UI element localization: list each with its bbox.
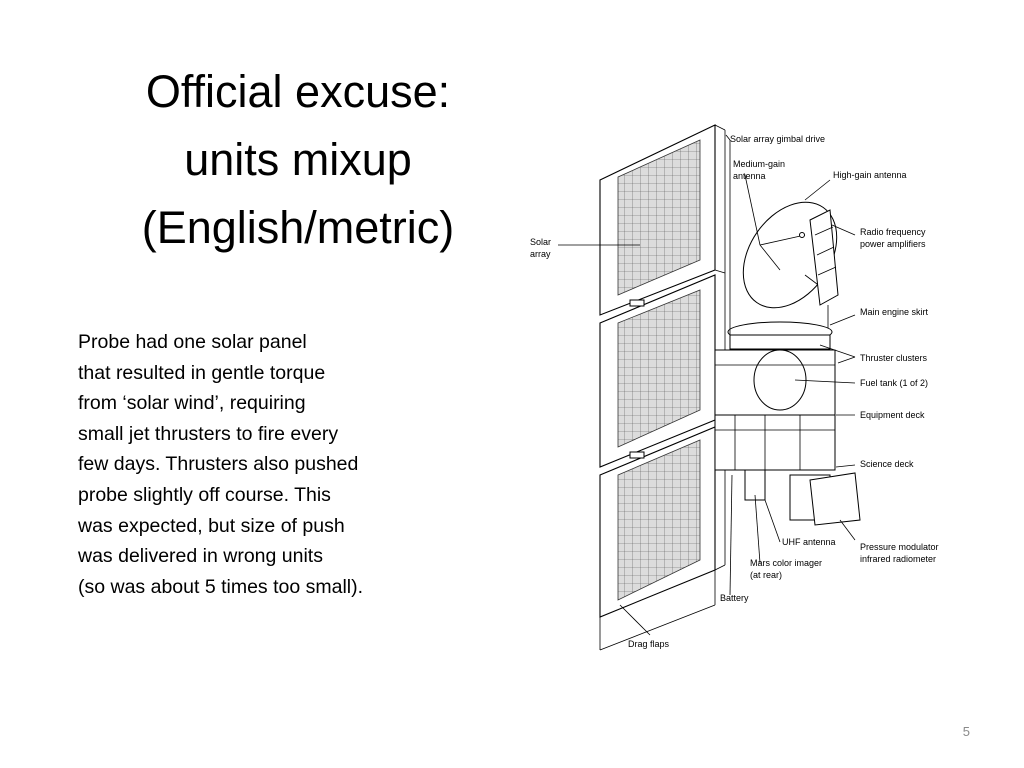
- label-radio-frequency: power amplifiers: [860, 239, 926, 249]
- label-solar-array-gimbal-drive: Solar array gimbal drive: [730, 134, 825, 144]
- label-uhf-antenna: UHF antenna: [782, 537, 836, 547]
- body-line: was delivered in wrong units: [78, 545, 323, 568]
- title-line: Official excuse:: [145, 66, 451, 117]
- slide-title: Official excuse: units mixup (English/me…: [92, 58, 504, 262]
- page-number: 5: [962, 724, 970, 739]
- label-battery: Battery: [720, 593, 749, 603]
- high-gain-antenna: [742, 201, 838, 309]
- body-line: (so was about 5 times too small).: [78, 575, 364, 598]
- diagram-labels: Solar array gimbal drive Medium-gain ant…: [530, 134, 939, 649]
- label-radio-frequency: Radio frequency: [860, 227, 926, 237]
- body-paragraph: Probe had one solar panel that resulted …: [78, 327, 458, 602]
- label-mars-color-imager: (at rear): [750, 570, 782, 580]
- body-line: Probe had one solar panel: [78, 331, 307, 353]
- label-medium-gain-antenna: Medium-gain: [733, 159, 785, 169]
- label-mars-color-imager: Mars color imager: [750, 558, 822, 568]
- spacecraft-diagram: Solar array gimbal drive Medium-gain ant…: [530, 124, 939, 651]
- body-line: small jet thrusters to fire every: [78, 422, 339, 445]
- solar-array: [599, 124, 726, 651]
- label-high-gain-antenna: High-gain antenna: [833, 170, 907, 180]
- body-line: was expected, but size of push: [78, 514, 345, 537]
- body-line: probe slightly off course. This: [78, 483, 331, 506]
- body-line: few days. Thrusters also pushed: [78, 453, 359, 476]
- title-line: (English/metric): [141, 202, 455, 253]
- label-pressure-modulator: Pressure modulator: [860, 542, 939, 552]
- body-line: from ‘solar wind’, requiring: [78, 392, 306, 415]
- label-pressure-modulator: infrared radiometer: [860, 554, 936, 564]
- label-solar-array: array: [530, 249, 551, 259]
- label-solar-array: Solar: [530, 237, 551, 247]
- label-drag-flaps: Drag flaps: [628, 639, 670, 649]
- rf-amplifier-boom: [809, 209, 839, 330]
- label-medium-gain-antenna: antenna: [733, 171, 766, 181]
- label-equipment-deck: Equipment deck: [860, 410, 925, 420]
- body-line: that resulted in gentle torque: [78, 361, 326, 384]
- title-line: units mixup: [184, 134, 412, 185]
- label-thruster-clusters: Thruster clusters: [860, 353, 928, 363]
- leader-lines: [558, 134, 856, 636]
- label-fuel-tank: Fuel tank (1 of 2): [860, 378, 928, 388]
- label-science-deck: Science deck: [860, 459, 914, 469]
- spacecraft-bus: [714, 321, 861, 526]
- label-main-engine-skirt: Main engine skirt: [860, 307, 929, 317]
